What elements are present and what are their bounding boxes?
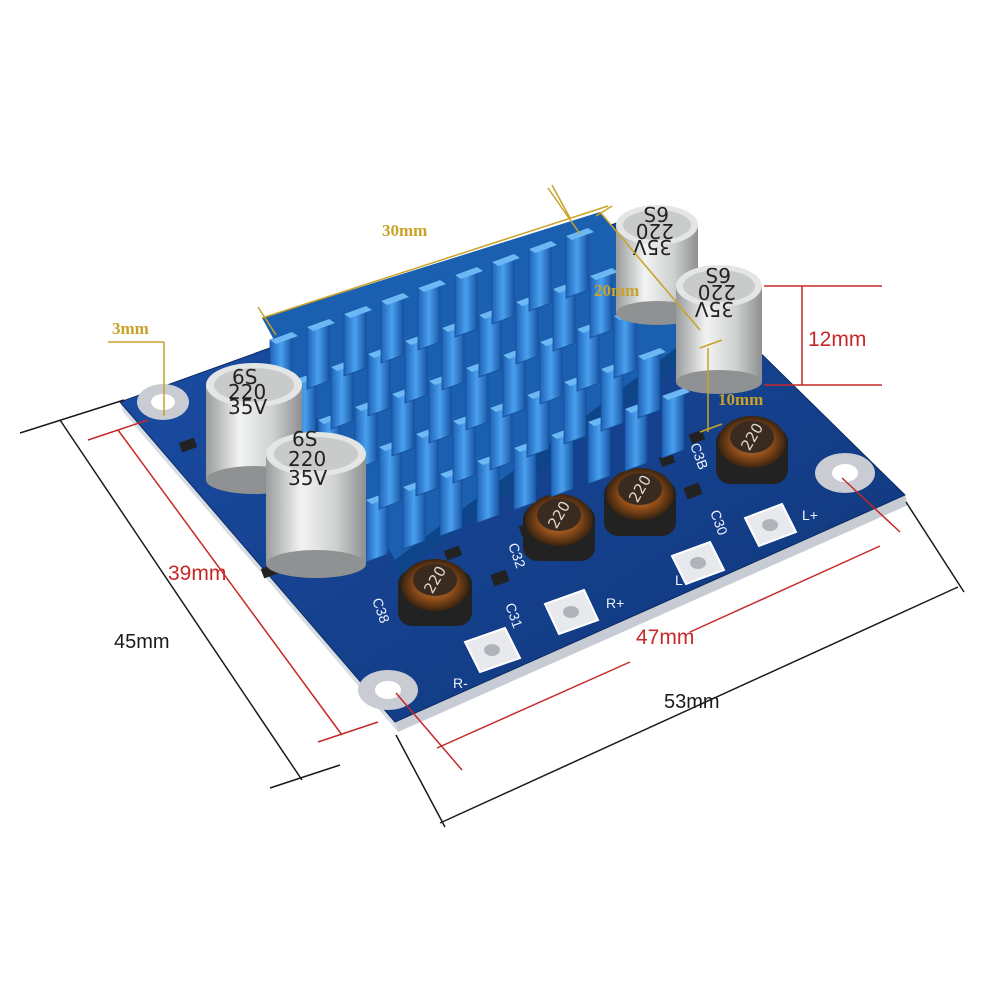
inductor-2: 220 bbox=[523, 494, 595, 561]
capacitor-4-label-line2: 220 bbox=[698, 280, 736, 304]
mounting-hole-right bbox=[815, 453, 875, 493]
dimension-heatsink-width bbox=[595, 205, 701, 331]
dimension-label-20mm: 20mm bbox=[594, 281, 639, 300]
heatsink-fin bbox=[589, 267, 613, 339]
terminal-pad-l-minus: L- bbox=[670, 540, 726, 588]
heatsink-fin bbox=[491, 253, 515, 325]
heatsink-fin bbox=[417, 279, 441, 351]
terminal-pad-l-plus: L+ bbox=[743, 502, 818, 548]
dimension-hole-spacing-width bbox=[87, 419, 379, 743]
capacitor-front-left-1: 6S 220 35V bbox=[206, 363, 302, 494]
capacitor-2-label-line1: 6S bbox=[292, 427, 317, 451]
heatsink-fin-top bbox=[662, 388, 690, 400]
dimension-label-53mm: 53mm bbox=[664, 691, 720, 713]
terminal-pad-r-minus: R- bbox=[453, 626, 522, 691]
heatsink-fin-top bbox=[492, 254, 520, 266]
dimension-label-45mm: 45mm bbox=[114, 631, 170, 653]
capacitor-2-label-line3: 35V bbox=[288, 466, 327, 490]
dimension-hole-spacing-length bbox=[395, 477, 901, 771]
capacitor-1-label-line3: 35V bbox=[228, 395, 267, 419]
heatsink-fins bbox=[269, 227, 690, 563]
heatsink-fin-top bbox=[529, 241, 557, 253]
capacitor-3-label-line1: 35V bbox=[633, 235, 672, 259]
dimension-board-length bbox=[395, 501, 965, 828]
dimension-label-47mm: 47mm bbox=[636, 626, 694, 649]
heatsink-fin bbox=[661, 387, 685, 459]
capacitor-back-right-2: 35V 220 6S bbox=[676, 263, 762, 394]
capacitor-4-label-line3: 6S bbox=[706, 263, 731, 287]
heatsink-fin-top bbox=[590, 268, 618, 280]
heatsink-fin bbox=[454, 266, 478, 338]
dimension-label-12mm: 12mm bbox=[808, 328, 866, 351]
dimension-label-10mm: 10mm bbox=[718, 390, 763, 409]
dimension-label-39mm: 39mm bbox=[168, 562, 226, 585]
terminal-label-r-plus: R+ bbox=[606, 595, 624, 611]
terminal-pad-r-plus: R+ bbox=[543, 588, 624, 636]
terminal-label-l-plus: L+ bbox=[802, 507, 818, 523]
capacitor-2-label-line2: 220 bbox=[288, 447, 326, 471]
capacitor-1-label-line1: 6S bbox=[232, 365, 257, 389]
heatsink-fin bbox=[306, 318, 330, 390]
heatsink-fin bbox=[343, 305, 367, 377]
heatsink-fin-top bbox=[270, 332, 298, 344]
heatsink-fin-top bbox=[307, 319, 335, 331]
dimension-hole-diameter bbox=[108, 341, 165, 416]
dimension-label-3mm: 3mm bbox=[112, 319, 149, 338]
heatsink-fin bbox=[637, 347, 661, 419]
dimension-board-width bbox=[19, 399, 341, 789]
capacitor-front-left-2: 6S 220 35V bbox=[266, 427, 366, 578]
mounting-hole-top-left bbox=[137, 384, 189, 420]
inductor-4: 220 bbox=[716, 416, 788, 484]
heatsink-fin-top bbox=[638, 348, 666, 360]
heatsink-fin bbox=[380, 292, 404, 364]
capacitor-4-label-line1: 35V bbox=[695, 297, 734, 321]
dimension-capacitor-height bbox=[764, 285, 882, 386]
dimension-label-30mm: 30mm bbox=[382, 221, 427, 240]
heatsink-fin-top bbox=[455, 267, 483, 279]
capacitor-1-label-line2: 220 bbox=[228, 380, 266, 404]
dimension-heatsink-length bbox=[257, 184, 609, 336]
heatsink bbox=[262, 212, 702, 575]
capacitor-3-label-line2: 220 bbox=[636, 219, 674, 243]
dimension-heatsink-height bbox=[699, 339, 723, 433]
capacitor-3-label-line3: 6S bbox=[644, 202, 669, 226]
heatsink-fin bbox=[565, 227, 589, 299]
heatsink-fin-top bbox=[381, 293, 409, 305]
inductor-3: 220 bbox=[604, 468, 676, 536]
inductor-1: 220 bbox=[398, 559, 472, 626]
mounting-hole-bottom-left bbox=[358, 670, 418, 710]
heatsink-fin bbox=[528, 240, 552, 312]
terminal-label-r-minus: R- bbox=[453, 675, 468, 691]
terminal-label-l-minus: L- bbox=[675, 572, 688, 588]
heatsink-fin-top bbox=[344, 306, 372, 318]
heatsink-fin-top bbox=[418, 280, 446, 292]
